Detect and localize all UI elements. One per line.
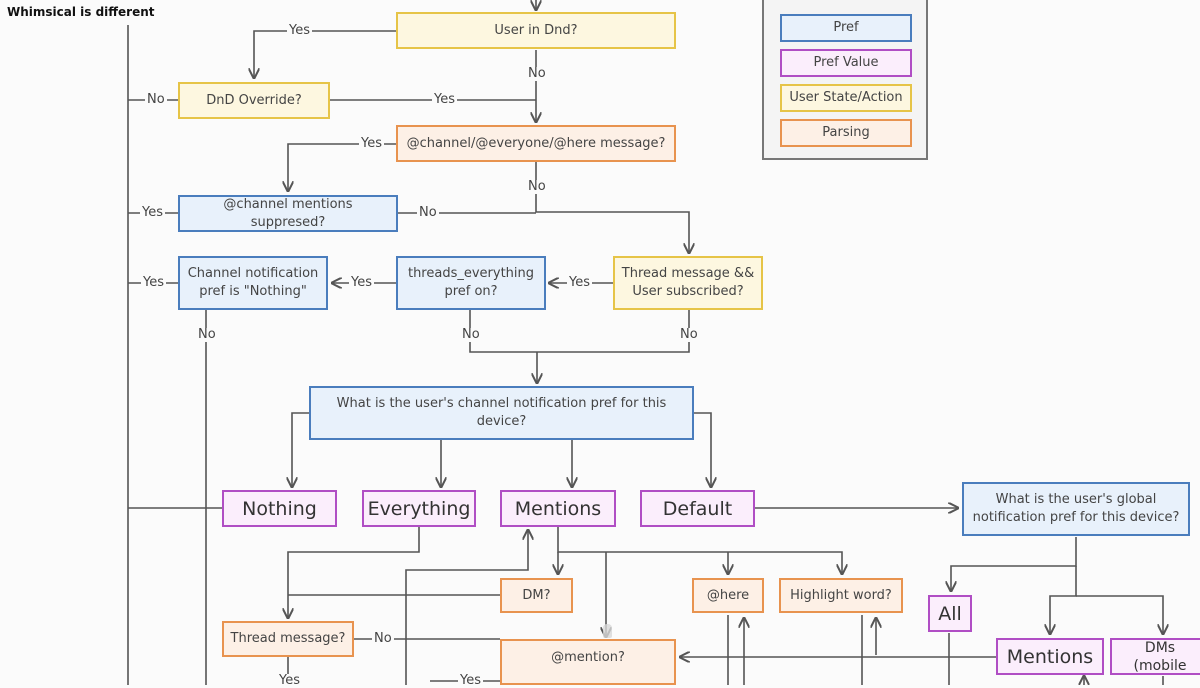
node-channel-pref-question[interactable]: What is the user's channel notification … — [309, 386, 694, 440]
edge-label-no: No — [417, 205, 439, 220]
node-user-dnd[interactable]: User in Dnd? — [396, 12, 676, 49]
page-title: Whimsical is different — [7, 5, 155, 19]
node-channel-message[interactable]: @channel/@everyone/@here message? — [396, 125, 676, 162]
edge-label-no: No — [678, 327, 700, 342]
edge-label-no: No — [145, 92, 167, 107]
node-default[interactable]: Default — [640, 490, 755, 527]
edge-label-yes: Yes — [359, 136, 384, 151]
edge-label-yes: Yes — [277, 673, 302, 688]
legend: Pref Pref Value User State/Action Parsin… — [762, 0, 928, 160]
node-thread-message[interactable]: Thread message? — [222, 621, 354, 657]
node-everything[interactable]: Everything — [362, 490, 476, 527]
node-dms-mobile[interactable]: DMs (mobile — [1110, 638, 1200, 675]
node-all[interactable]: All — [928, 595, 972, 632]
node-thread-subscribed[interactable]: Thread message && User subscribed? — [613, 256, 763, 310]
node-dm[interactable]: DM? — [500, 578, 573, 613]
node-global-pref-question[interactable]: What is the user's global notification p… — [962, 482, 1190, 536]
node-mentions-global[interactable]: Mentions — [996, 638, 1104, 675]
edge-label-yes: Yes — [141, 275, 166, 290]
node-dnd-override[interactable]: DnD Override? — [178, 82, 330, 119]
legend-pref: Pref — [780, 14, 912, 42]
edge-label-yes: Yes — [287, 23, 312, 38]
legend-parsing: Parsing — [780, 119, 912, 147]
node-nothing[interactable]: Nothing — [222, 490, 337, 527]
edge-label-yes: Yes — [140, 205, 165, 220]
node-mention[interactable]: @mention? — [500, 639, 676, 685]
edge-label-no: No — [526, 179, 548, 194]
edge-label-yes: Yes — [349, 275, 374, 290]
node-mentions[interactable]: Mentions — [500, 490, 616, 527]
node-channel-suppressed[interactable]: @channel mentions suppresed? — [178, 195, 398, 232]
edge-label-yes: Yes — [567, 275, 592, 290]
node-threads-everything[interactable]: threads_everything pref on? — [396, 256, 546, 310]
edge-label-no: No — [196, 327, 218, 342]
node-here[interactable]: @here — [692, 578, 764, 613]
edge-label-no: No — [372, 631, 394, 646]
edge-label-no: No — [526, 66, 548, 81]
node-highlight-word[interactable]: Highlight word? — [779, 578, 903, 613]
mouse-cursor-icon — [603, 624, 612, 638]
edge-label-no: No — [460, 327, 482, 342]
legend-user-state: User State/Action — [780, 84, 912, 112]
legend-pref-value: Pref Value — [780, 49, 912, 77]
edge-label-yes: Yes — [432, 92, 457, 107]
edge-label-yes: Yes — [458, 673, 483, 688]
node-channel-pref-nothing[interactable]: Channel notification pref is "Nothing" — [178, 256, 328, 310]
